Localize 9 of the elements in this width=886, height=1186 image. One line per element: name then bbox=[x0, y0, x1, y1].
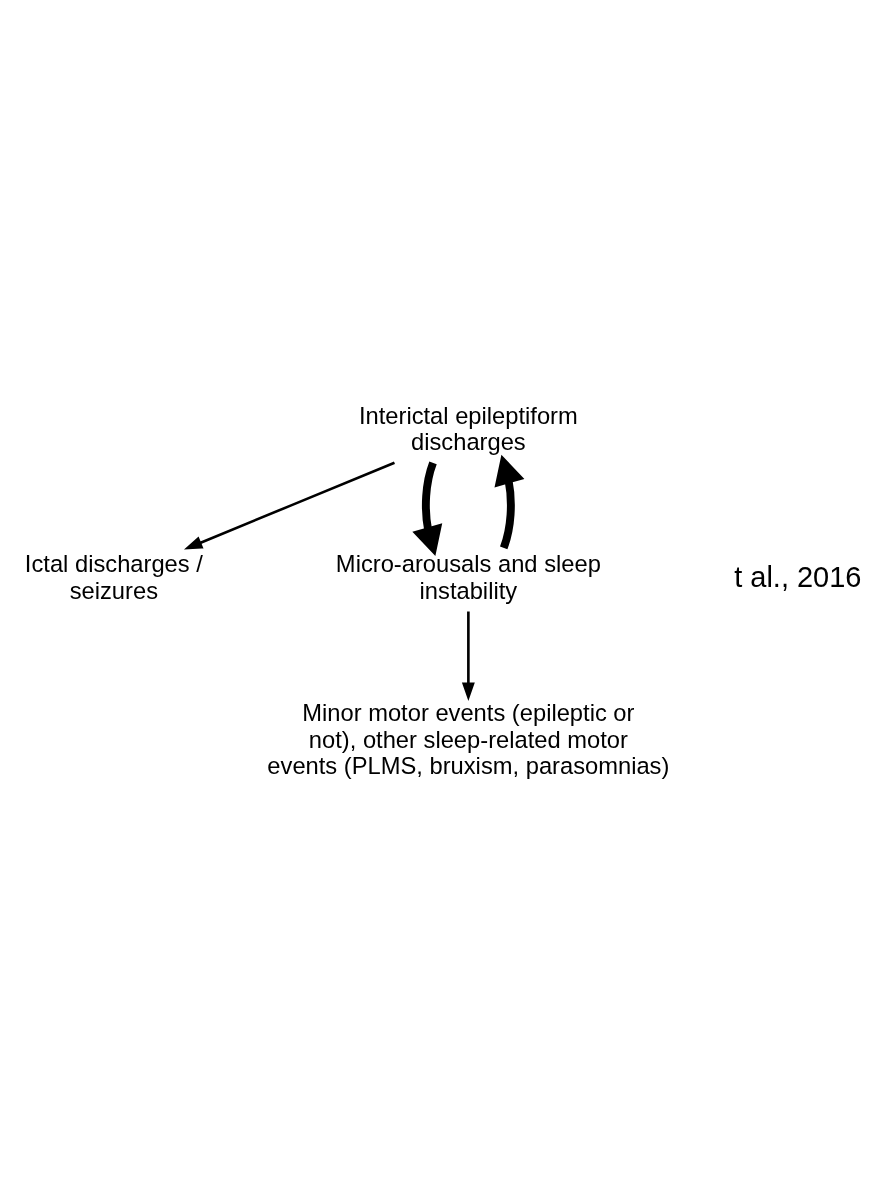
arrow bbox=[412, 461, 443, 557]
node-text: Ictal discharges / seizures bbox=[24, 551, 203, 604]
arrow bbox=[183, 461, 395, 550]
node-text: Interictal epileptiform discharges bbox=[358, 402, 578, 455]
arrow bbox=[494, 454, 525, 550]
arrow bbox=[461, 611, 475, 702]
node-text: Minor motor events (epileptic or not), other sleep-related motor events (PLMS, bruxism, parasomnias) bbox=[267, 700, 670, 780]
label: t al., 2016 bbox=[734, 561, 862, 594]
node-text: Micro-arousals and sleep instability bbox=[335, 551, 601, 604]
